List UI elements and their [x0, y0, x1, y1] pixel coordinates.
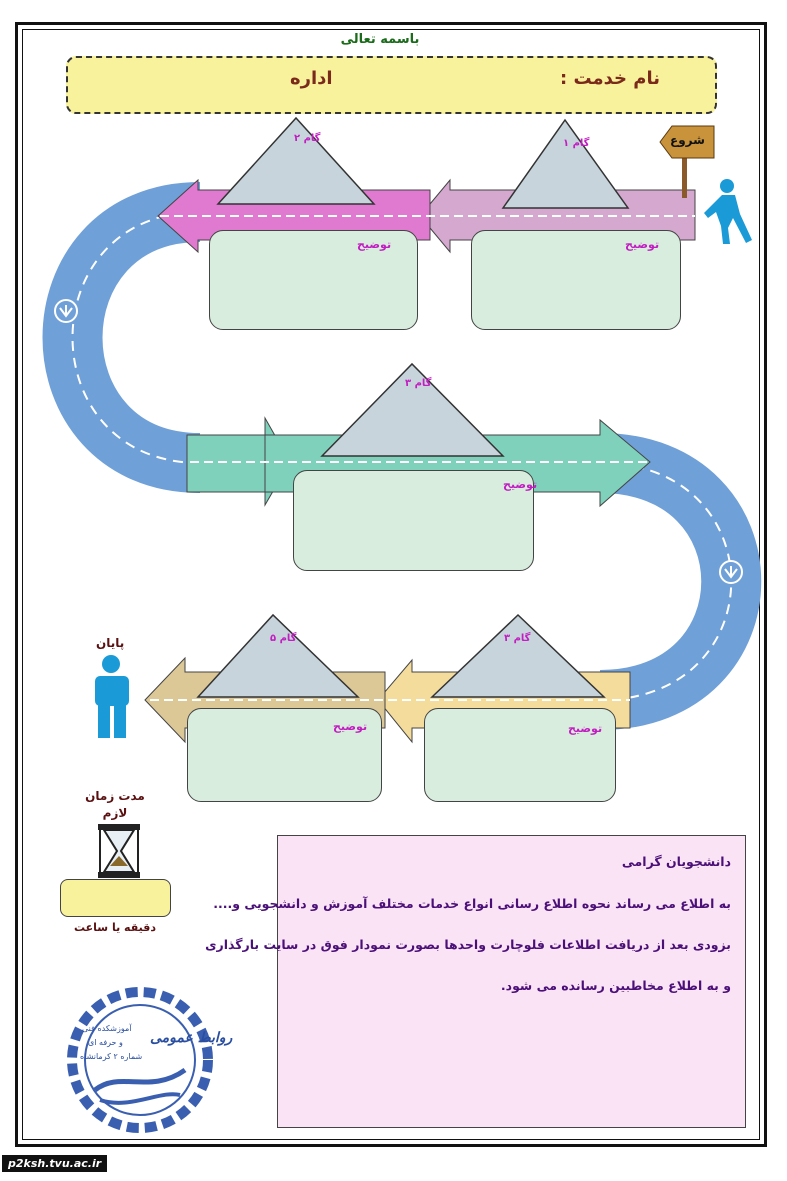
start-sign-icon [659, 125, 715, 198]
service-name-value[interactable]: اداره [290, 68, 333, 89]
duration-input-box[interactable] [60, 879, 171, 917]
duration-label: مدت زمان لازم [60, 788, 170, 822]
standing-person-icon [95, 655, 129, 738]
duration-unit: دقیقه یا ساعت [74, 921, 156, 934]
step4-label: گام ۳ [504, 633, 531, 644]
step5-desc: توضیح [333, 720, 368, 733]
public-relations-logo [67, 987, 213, 1133]
notice-box: دانشجویان گرامی به اطلاع می رساند نحوه ا… [205, 835, 746, 1128]
step5-box[interactable] [187, 708, 382, 802]
end-label: پایان [96, 636, 125, 650]
step3-desc: توضیح [503, 478, 538, 491]
notice-line2: بزودی بعد از دریافت اطلاعات فلوچارت واحد… [205, 937, 731, 952]
step5-triangle [196, 613, 360, 698]
step2-label: گام ۲ [294, 133, 321, 144]
notice-line3: و به اطلاع مخاطبین رسانده می شود. [500, 978, 731, 993]
direction-down-icon [719, 560, 743, 584]
logo-text-sub2: و حرفه ای [88, 1038, 123, 1047]
road-curve-right [598, 433, 762, 730]
notice-greeting: دانشجویان گرامی [621, 854, 731, 869]
bismillah-heading: باسمه تعالی [340, 32, 420, 47]
walking-person-icon [704, 179, 752, 244]
duration-label-line1: مدت زمان [85, 789, 145, 803]
step4-box[interactable] [424, 708, 616, 802]
step1-label: گام ۱ [563, 138, 590, 149]
service-name-label: نام خدمت : [560, 68, 661, 89]
road-curve-left [42, 182, 202, 493]
logo-text-sub3: شماره ۲ کرمانشاه [80, 1052, 143, 1061]
step5-label: گام ۵ [270, 633, 297, 644]
direction-down-icon [54, 299, 78, 323]
step1-box[interactable] [471, 230, 681, 330]
step3-box[interactable] [293, 470, 534, 571]
step2-desc: توضیح [357, 238, 392, 251]
footer-url-badge[interactable]: p2ksh.tvu.ac.ir [2, 1155, 108, 1172]
road-curve-right-dash [599, 462, 733, 701]
service-title-box [66, 56, 717, 114]
step1-desc: توضیح [625, 238, 660, 251]
step2-box[interactable] [209, 230, 418, 330]
step4-desc: توضیح [568, 722, 603, 735]
logo-text-sub1: آموزشکده فنی [82, 1024, 132, 1033]
hourglass-icon [98, 824, 140, 878]
step1-triangle [501, 118, 630, 209]
step4-triangle [430, 613, 606, 698]
step3-triangle [320, 362, 505, 457]
notice-line1: به اطلاع می رساند نحوه اطلاع رسانی انواع… [213, 896, 731, 911]
start-sign-text: شروع [670, 133, 705, 147]
logo-text-main: روابط عمومی [150, 1030, 233, 1046]
duration-label-line2: لازم [102, 806, 128, 820]
step3-label: گام ۳ [405, 378, 432, 389]
step2-triangle [216, 116, 376, 205]
page-frame-outer [15, 22, 767, 1147]
